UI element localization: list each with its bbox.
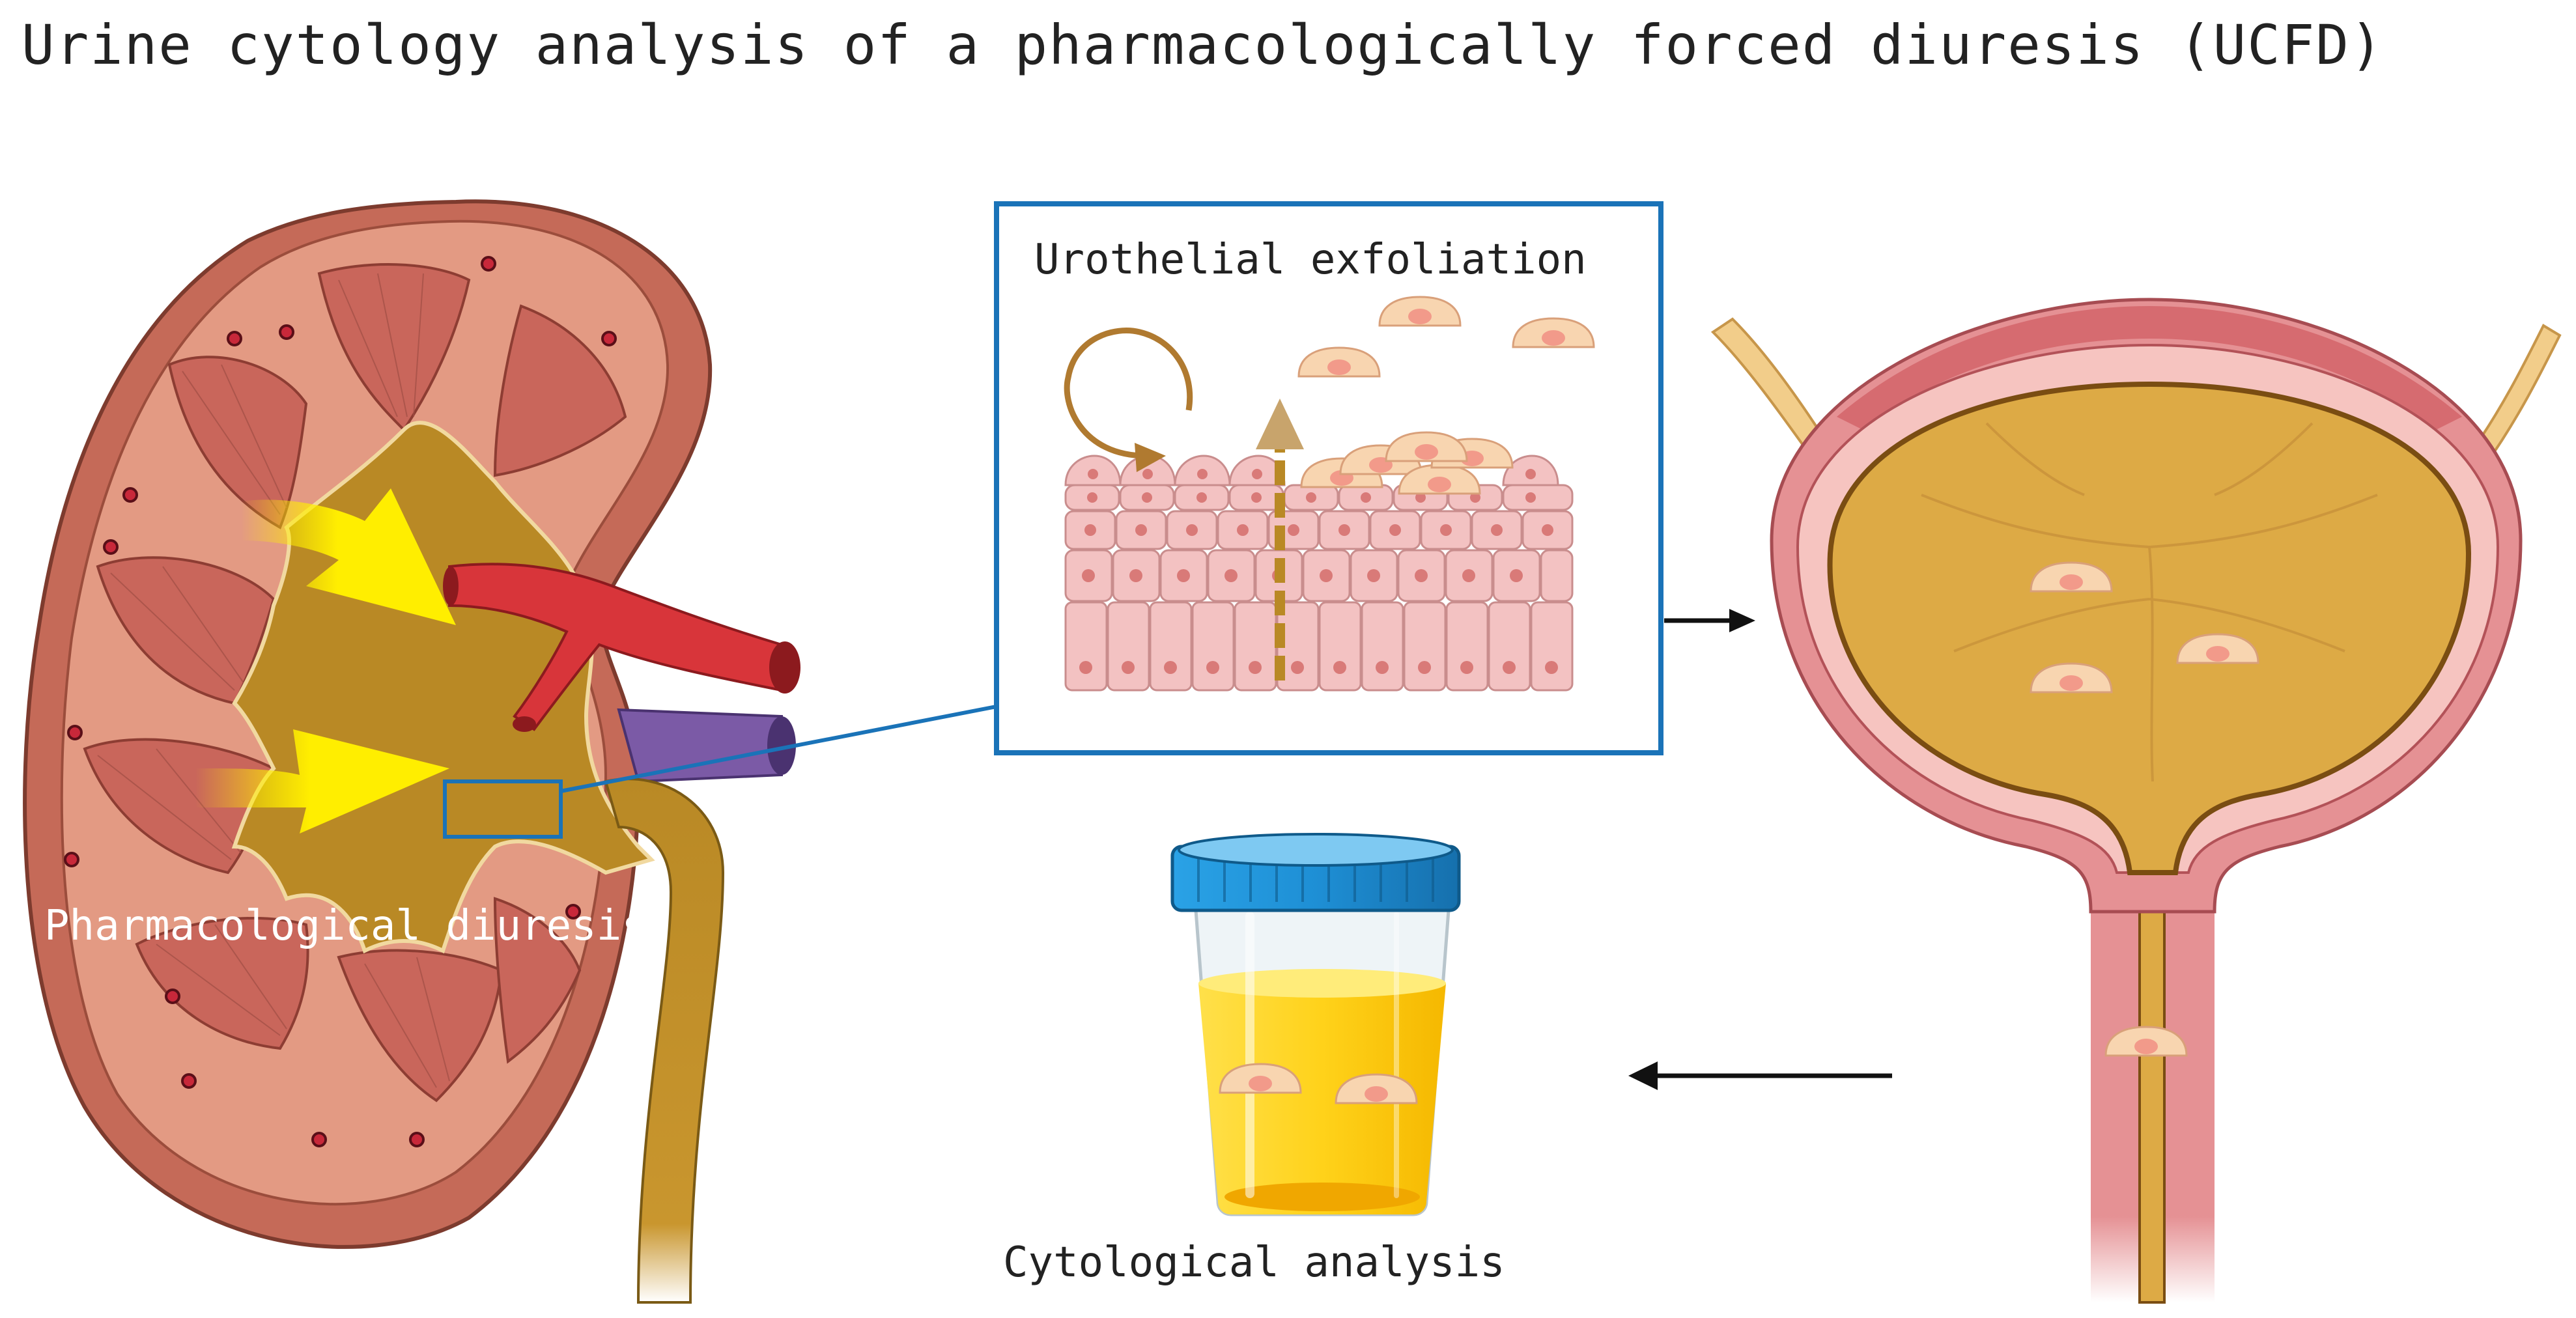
exfoliation-arrow-icon xyxy=(1256,399,1304,680)
urine-container-icon xyxy=(1170,833,1461,1216)
bladder-illustration xyxy=(1710,298,2562,1304)
figure-title: Urine cytology analysis of a pharmacolog… xyxy=(21,13,2385,77)
flow-arrow-left xyxy=(1628,1061,1892,1090)
urothelium-inset xyxy=(994,201,1663,755)
highlight-box xyxy=(443,779,563,839)
kidney-label: Pharmacological diuresis xyxy=(44,902,647,950)
flow-arrow-right xyxy=(1664,609,1755,632)
container-label: Cytological analysis xyxy=(1003,1239,1505,1287)
kidney-illustration xyxy=(23,199,800,1304)
inset-title: Urothelial exfoliation xyxy=(1034,236,1587,284)
rotate-arrow-icon xyxy=(1064,328,1193,472)
